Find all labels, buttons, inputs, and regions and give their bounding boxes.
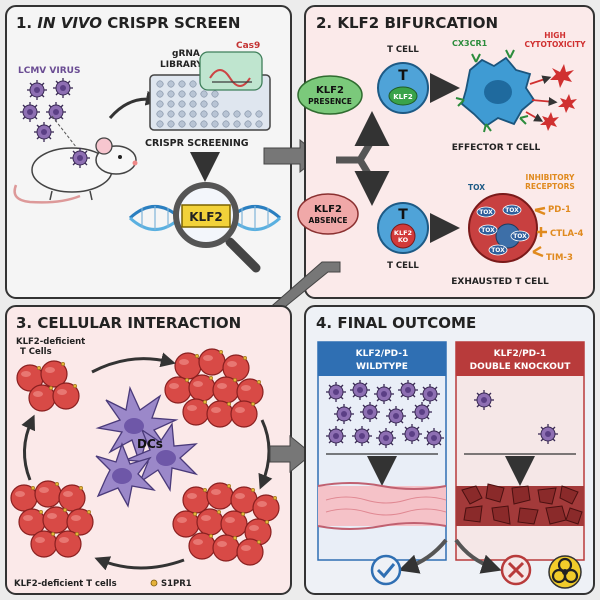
virus-particle [33,121,55,143]
tcells-bottom-label: KLF2-deficient T cells [14,579,117,589]
panel-2-klf2-bifurcation: 2. KLF2 BIFURCATION KLF2 PRESENCE KLF2 A… [297,5,595,299]
check-icon [370,554,402,586]
svg-text:KLF2/PD-1: KLF2/PD-1 [356,349,409,359]
virus-particle [473,389,495,411]
exhausted-tcell-label: EXHAUSTED T CELL [451,277,549,287]
receptor-ctla4: CTLA-4 [550,229,584,239]
svg-text:TOX: TOX [481,227,495,234]
panel-1-crispr-screen: 1. IN VIVO CRISPR SCREEN LCMV VIRUS gRNA… [5,5,292,299]
arrow-panel3-to-panel4 [269,434,313,474]
healthy-vessel [317,482,447,530]
damaged-tissue [456,483,584,526]
tcell-top-label: T CELL [387,45,419,55]
exhausted-tcell: TOX TOX TOX TOX TOX [468,193,547,263]
dendritic-cells [95,385,199,508]
virus-label: LCMV VIRUS [18,66,80,76]
receptor-pd1: PD-1 [548,205,571,215]
klf2-presence-badge: KLF2 PRESENCE [297,75,363,115]
klf2-gene-label: KLF2 [189,210,223,224]
svg-text:PRESENCE: PRESENCE [308,97,352,106]
panel-4-final-outcome: 4. FINAL OUTCOME KLF2/PD-1 WILDTYPE [304,305,595,595]
tcell-bottom-label: T CELL [387,261,419,271]
svg-text:KLF2: KLF2 [316,85,344,96]
svg-text:KO: KO [398,236,409,244]
svg-text:KLF2: KLF2 [394,229,412,237]
svg-text:T: T [398,68,408,84]
double-knockout-column: KLF2/PD-1 DOUBLE KNOCKOUT [455,341,585,561]
wildtype-column: KLF2/PD-1 WILDTYPE [317,341,447,561]
klf2-ko-tcell: T KLF2 KO [377,202,429,254]
panel-3-title: 3. CELLULAR INTERACTION [16,314,241,332]
virus-particle [52,77,74,99]
cas9-box: Cas9 [199,41,263,91]
svg-text:TOX: TOX [505,207,519,214]
virus-particle [19,101,41,123]
cx3cr1-label: CX3CR1 [452,39,488,48]
arrow-to-presence [336,111,390,164]
tox-label: TOX [468,183,485,192]
svg-text:T: T [398,207,408,223]
effector-tcell-label: EFFECTOR T CELL [452,143,541,153]
panel-2-title: 2. KLF2 BIFURCATION [316,14,498,32]
mouse-illustration [13,137,138,204]
svg-text:TOX: TOX [479,209,493,216]
panel-4-title: 4. FINAL OUTCOME [316,314,476,332]
cross-icon [500,554,532,586]
klf2-tcell: T KLF2 [377,62,429,114]
svg-text:TOX: TOX [491,247,505,254]
arrow-to-absence [354,158,390,206]
svg-text:KLF2/PD-1: KLF2/PD-1 [494,349,547,359]
dcs-label: DCs [137,437,163,451]
virus-particle [26,79,48,101]
virus-particle [69,147,91,169]
svg-text:DOUBLE KNOCKOUT: DOUBLE KNOCKOUT [470,362,572,372]
svg-text:WILDTYPE: WILDTYPE [356,362,408,372]
svg-text:KLF2: KLF2 [314,204,342,215]
panel-1-title: 1. IN VIVO CRISPR SCREEN [16,14,240,32]
biohazard-icon [548,555,582,589]
cas9-label: Cas9 [236,41,260,51]
cytotoxic-burst [525,64,577,131]
cycle-arrows [21,352,273,571]
svg-text:KLF2: KLF2 [393,93,413,101]
virus-particle [45,101,67,123]
svg-text:TOX: TOX [513,233,527,240]
outcome-arrows [398,538,502,574]
magnifier-icon: KLF2 [173,182,261,273]
receptor-tim3: TIM-3 [546,253,573,263]
virus-particle [537,423,559,445]
crispr-screening-label: CRISPR SCREENING [145,138,249,149]
svg-text:ABSENCE: ABSENCE [309,216,348,225]
effector-tcell [455,49,536,133]
klf2-absence-badge: KLF2 ABSENCE [297,193,359,235]
s1pr1-legend-label: S1PR1 [161,579,192,589]
s1pr1-legend-dot [150,579,158,587]
